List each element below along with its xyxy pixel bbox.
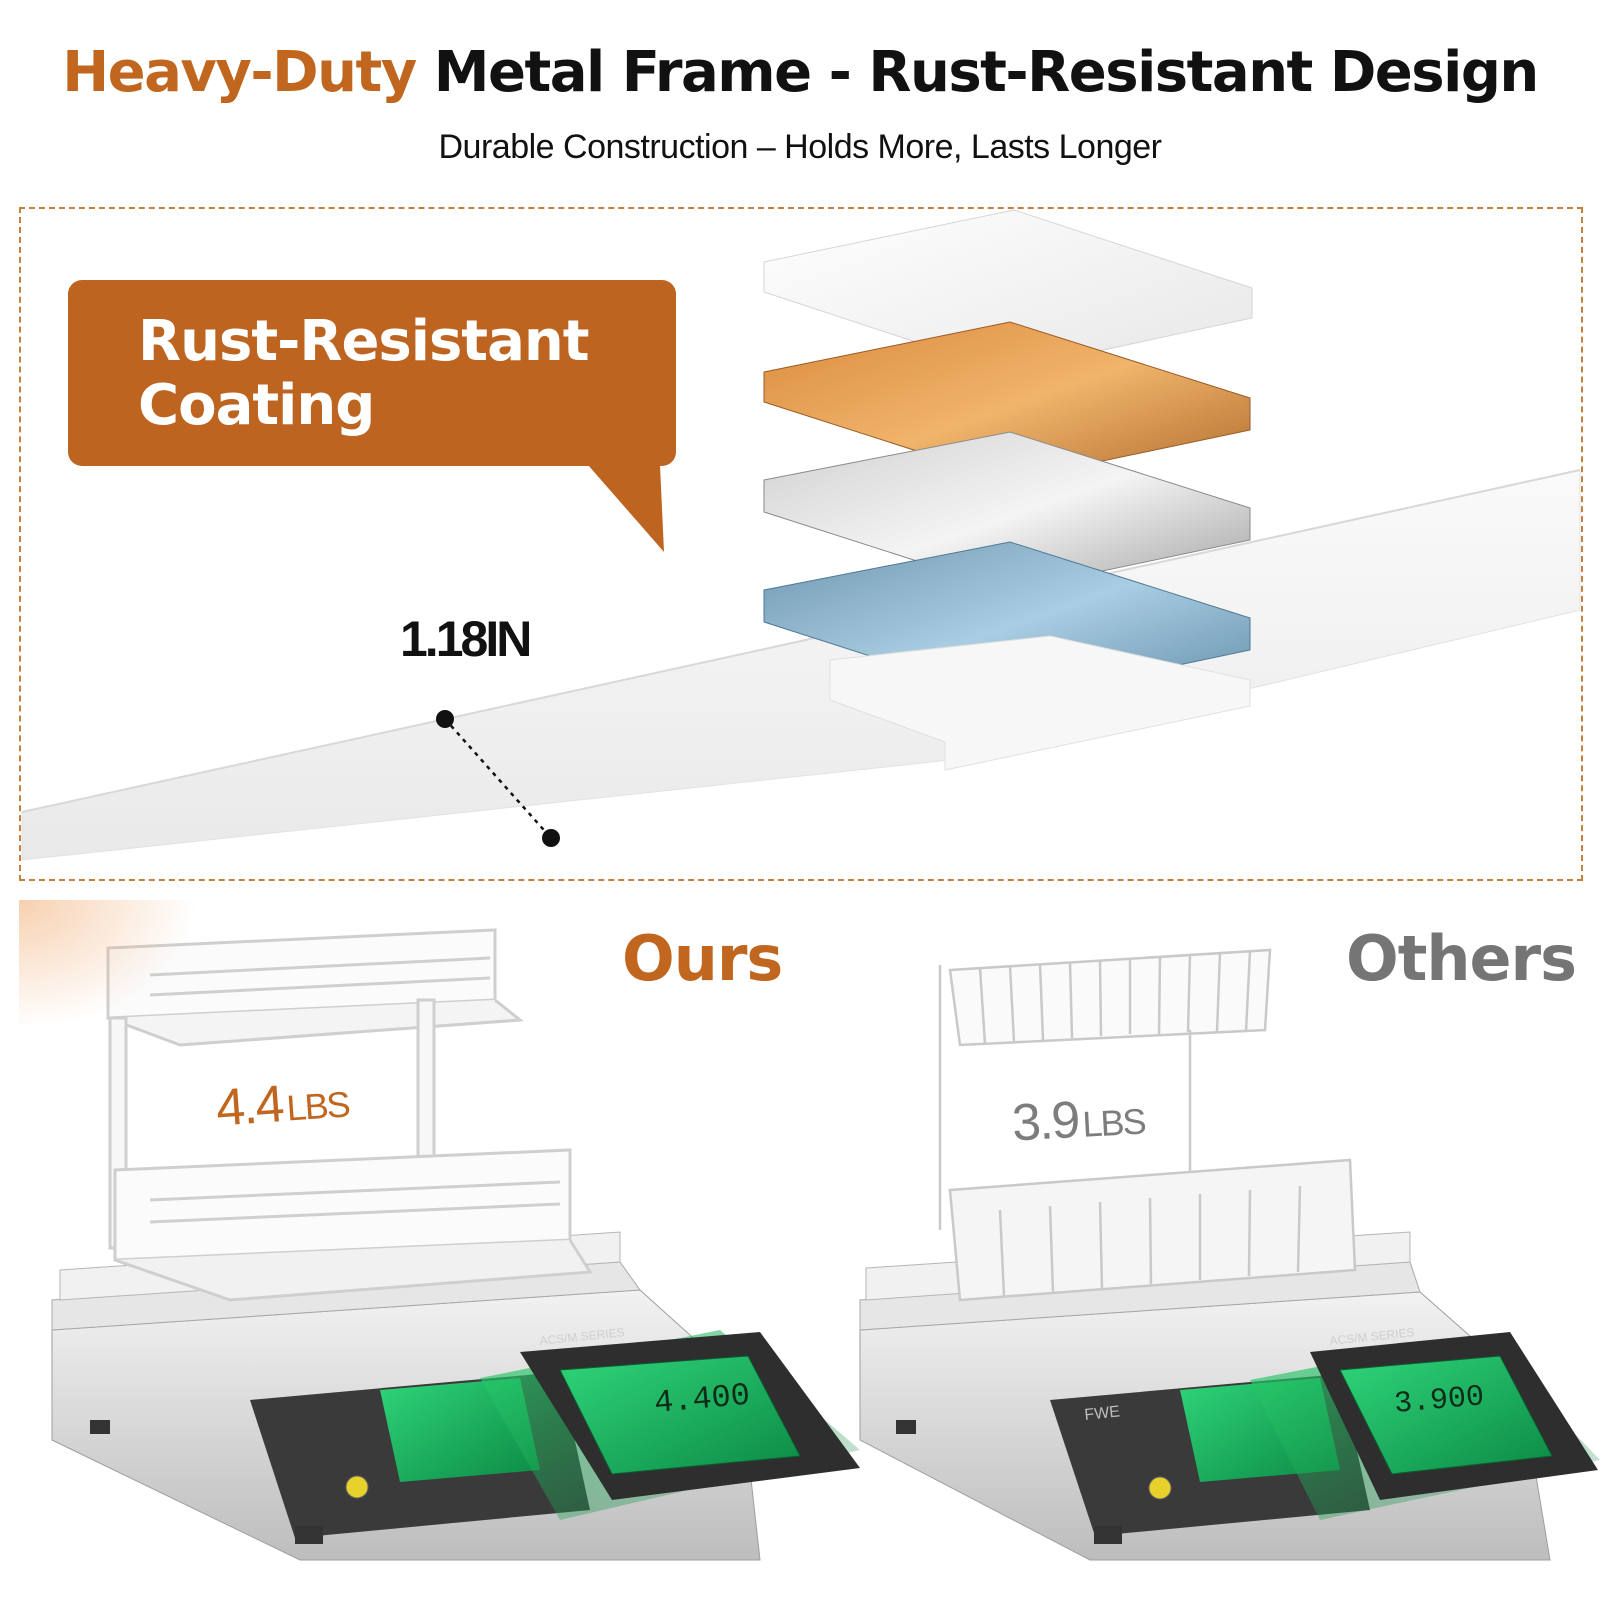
- coating-callout: Rust-Resistant Coating: [68, 280, 676, 466]
- rail-edge: [21, 469, 1581, 813]
- rail-bar: [21, 469, 1581, 861]
- thickness-label: 1.18IN: [400, 611, 532, 667]
- others-rack: [938, 948, 1357, 1302]
- headline-accent: Heavy-Duty: [62, 40, 417, 105]
- callout-line-1: Rust-Resistant: [138, 309, 590, 374]
- others-scale-reading: 3.900: [1393, 1380, 1486, 1422]
- others-weight: 3.9LBS: [1011, 1087, 1146, 1154]
- ours-weight-unit: LBS: [285, 1083, 350, 1129]
- corner-glow: [19, 900, 199, 1030]
- subtitle: Durable Construction – Holds More, Lasts…: [438, 128, 1163, 166]
- ours-label: Ours: [622, 922, 783, 995]
- others-weight-unit: LBS: [1081, 1100, 1146, 1145]
- callout-pointer: [588, 465, 664, 552]
- ours-weight: 4.4LBS: [214, 1069, 350, 1138]
- ours-scale-reading: 4.400: [653, 1377, 752, 1422]
- callout-line-2: Coating: [138, 373, 375, 438]
- callout-text: Rust-Resistant Coating: [138, 310, 658, 438]
- others-scale-logo: FWE: [1084, 1403, 1121, 1424]
- others-weight-value: 3.9: [1010, 1091, 1080, 1153]
- others-label: Others: [1346, 922, 1577, 995]
- ours-rack: [106, 928, 593, 1302]
- ours-display-zoom: [520, 1332, 860, 1500]
- others-display-zoom: [1310, 1332, 1598, 1500]
- ours-weight-value: 4.4: [214, 1075, 285, 1138]
- headline: Heavy-Duty Metal Frame - Rust-Resistant …: [0, 40, 1600, 105]
- headline-main: Metal Frame - Rust-Resistant Design: [433, 40, 1540, 105]
- layer-stack: [763, 209, 1253, 771]
- layer-base: [829, 635, 1251, 771]
